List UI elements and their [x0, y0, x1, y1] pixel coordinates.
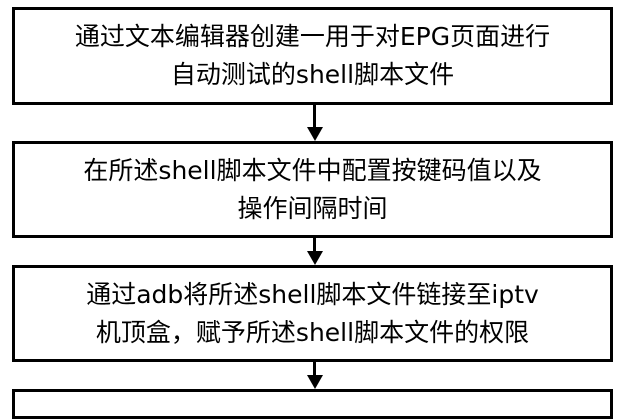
arrow-shaft	[313, 105, 316, 129]
flow-step-3-line-1: 通过adb将所述shell脚本文件链接至iptv	[86, 279, 539, 309]
down-arrow-icon	[307, 105, 323, 141]
flow-step-1-line-1: 通过文本编辑器创建一用于对EPG页面进行	[74, 22, 551, 51]
flow-step-2-line-2: 操作间隔时间	[237, 193, 388, 223]
flow-step-3-line-2: 机顶盒，赋予所述shell脚本文件的权限	[95, 317, 530, 347]
arrow-shaft	[313, 362, 316, 377]
arrow-shaft	[313, 238, 316, 253]
flow-step-2-box: 在所述shell脚本文件中配置按键码值以及 操作间隔时间	[12, 141, 613, 238]
arrow-head	[307, 251, 323, 265]
down-arrow-icon	[307, 238, 323, 265]
flow-step-1-box: 通过文本编辑器创建一用于对EPG页面进行 自动测试的shell脚本文件	[12, 7, 613, 105]
down-arrow-icon	[307, 362, 323, 389]
flow-step-3-box: 通过adb将所述shell脚本文件链接至iptv 机顶盒，赋予所述shell脚本…	[12, 265, 613, 362]
flow-step-1-line-2: 自动测试的shell脚本文件	[170, 60, 455, 89]
arrow-head	[307, 127, 323, 141]
flow-step-2-line-1: 在所述shell脚本文件中配置按键码值以及	[83, 155, 542, 185]
arrow-head	[307, 375, 323, 389]
flow-step-4-box-partial	[12, 389, 613, 419]
